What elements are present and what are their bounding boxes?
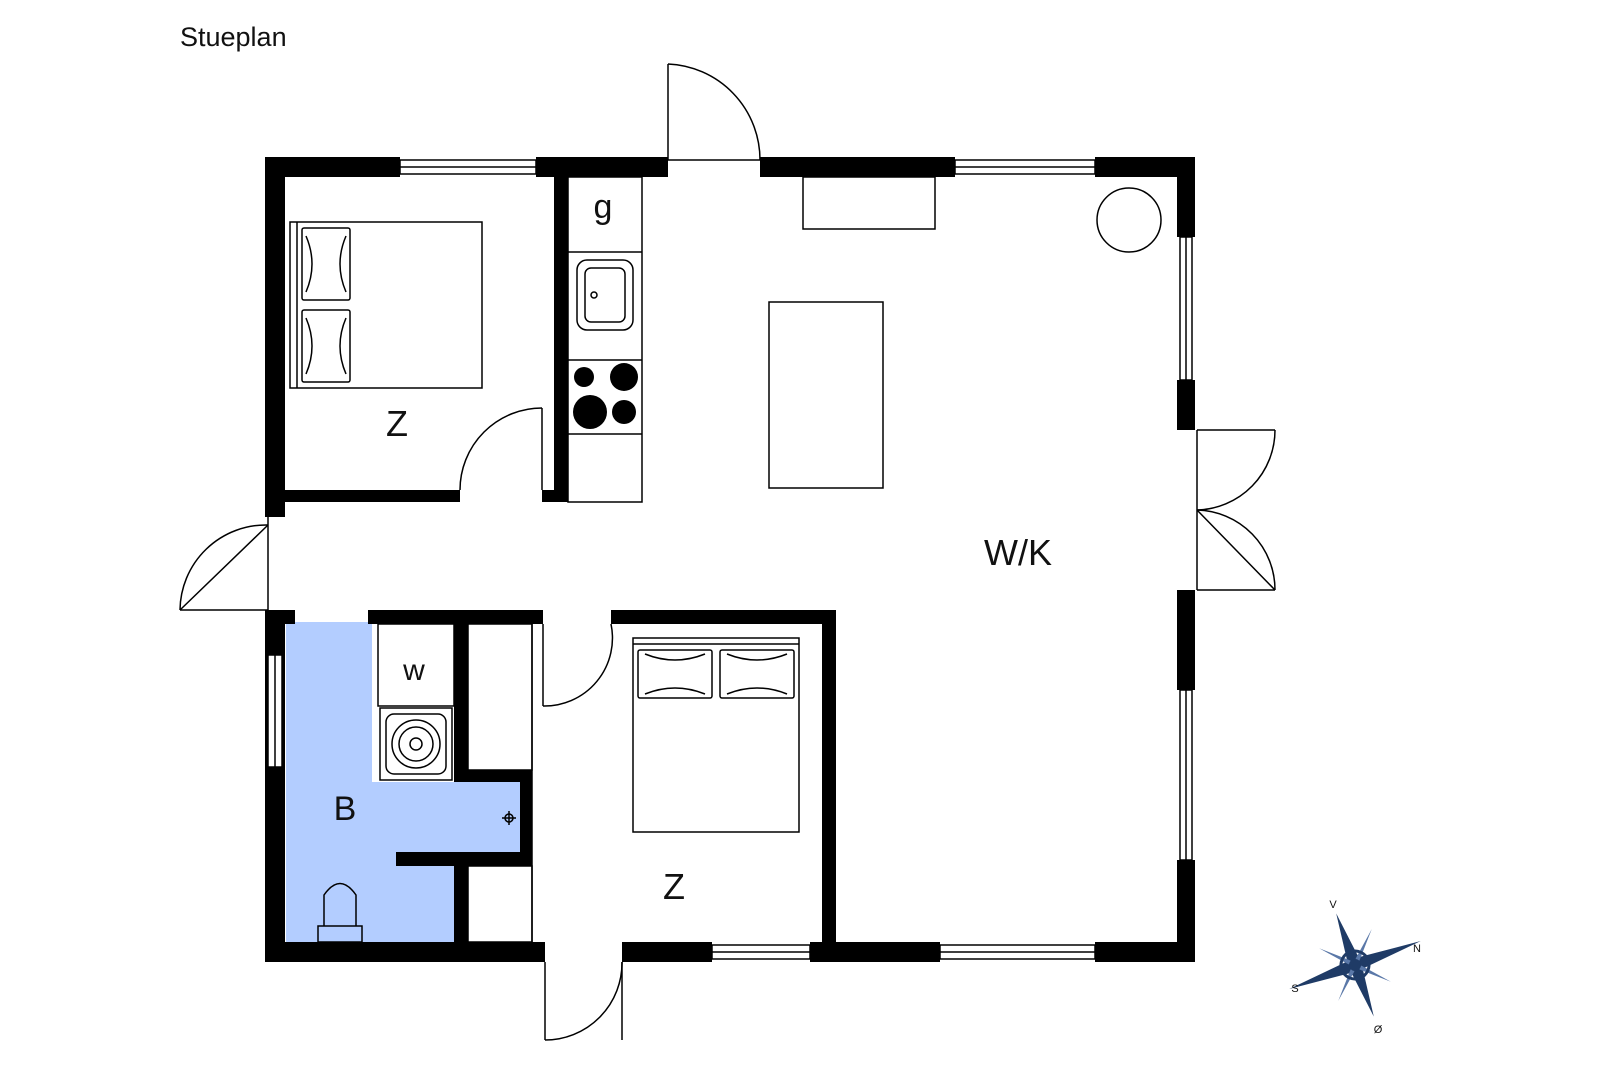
windows [267,159,1193,960]
room-label-bedroom-north: Z [386,403,408,444]
compass-label-o: Ø [1374,1024,1383,1036]
compass-label-n: N [1413,943,1421,955]
compass-rose-icon [1289,913,1421,1017]
doors [179,63,1276,1041]
bathroom-area [286,622,520,942]
room-label-bedroom-south: Z [663,866,685,907]
compass-label-v: V [1329,899,1337,911]
compass-label-s: S [1291,983,1298,995]
room-label-utility: g [594,188,613,226]
room-label-living-kitchen: W/K [984,532,1052,573]
plan-title: Stueplan [180,22,287,52]
inner-walls [285,177,836,950]
furniture [289,176,1162,943]
room-label-washer: w [402,654,425,687]
hob-burners [573,363,638,429]
room-label-bathroom: B [334,790,357,828]
